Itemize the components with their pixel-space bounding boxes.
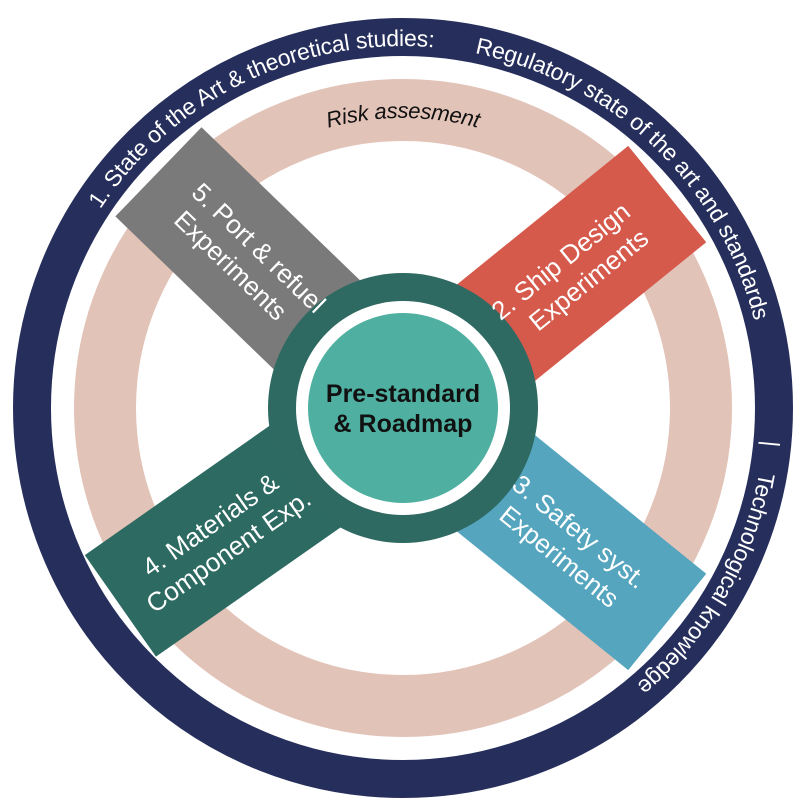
- center-line2: & Roadmap: [334, 410, 473, 438]
- outer-navy-ring: [13, 18, 793, 798]
- center-line1: Pre-standard: [326, 380, 480, 408]
- svg-text:|: |: [758, 440, 784, 448]
- outer-ring-separator: |: [758, 440, 784, 448]
- risk-ring: [74, 79, 732, 737]
- core-circle: [308, 313, 498, 503]
